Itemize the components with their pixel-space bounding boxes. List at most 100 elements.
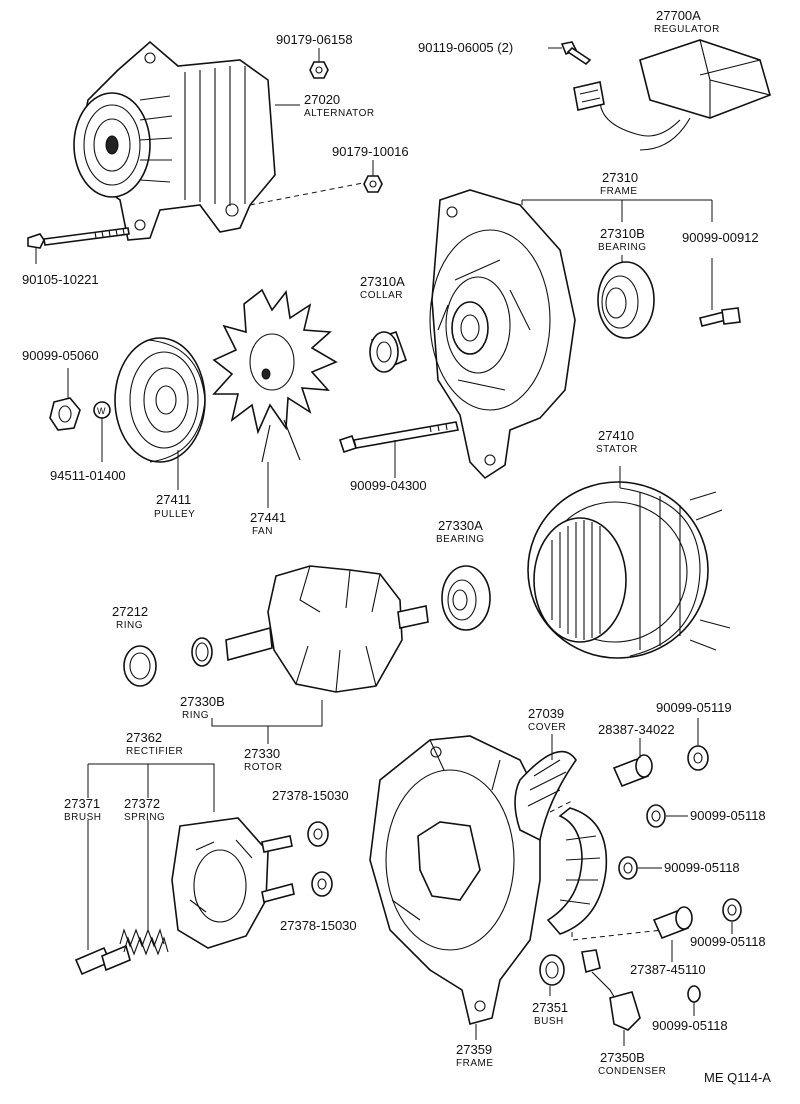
svg-text:27441: 27441 xyxy=(250,510,286,525)
svg-text:STATOR: STATOR xyxy=(596,444,638,455)
svg-text:RING: RING xyxy=(182,710,209,721)
spring-icon xyxy=(119,928,169,956)
svg-text:90099-05119: 90099-05119 xyxy=(656,700,732,715)
label-insulator-27387-45110: 27387-45110 xyxy=(630,962,706,977)
label-nut-90099-05119: 90099-05119 xyxy=(656,700,732,715)
svg-text:27700A: 27700A xyxy=(656,8,701,23)
nut-icon xyxy=(687,985,701,1003)
svg-text:27310B: 27310B xyxy=(600,226,645,241)
nut-icon xyxy=(49,397,81,431)
label-rear-frame: 27359 FRAME xyxy=(456,1042,493,1069)
rotor-drawing xyxy=(225,565,429,693)
alternator-drawing xyxy=(73,40,276,241)
label-frame-27310: 27310 FRAME xyxy=(600,170,638,197)
rectifier-drawing xyxy=(171,817,295,949)
svg-text:BEARING: BEARING xyxy=(598,242,647,253)
svg-text:RECTIFIER: RECTIFIER xyxy=(126,746,183,757)
svg-text:COLLAR: COLLAR xyxy=(360,290,403,301)
label-ring-27330B: 27330B RING xyxy=(180,694,225,721)
label-brush: 27371 BRUSH xyxy=(64,796,101,823)
svg-text:27359: 27359 xyxy=(456,1042,492,1057)
svg-text:ROTOR: ROTOR xyxy=(244,762,282,773)
bearing-icon xyxy=(441,565,491,631)
washer-icon: W xyxy=(93,401,111,419)
svg-text:28387-34022: 28387-34022 xyxy=(598,722,675,737)
label-screw-90099-00912: 90099-00912 xyxy=(682,230,759,245)
svg-text:90099-05118: 90099-05118 xyxy=(652,1018,728,1033)
fan-icon xyxy=(212,288,338,463)
label-bolt-90099-04300: 90099-04300 xyxy=(350,478,427,493)
svg-text:27372: 27372 xyxy=(124,796,160,811)
collar-icon xyxy=(369,330,408,373)
regulator-drawing xyxy=(573,39,771,151)
footer-code: ME Q114-A xyxy=(704,1070,771,1085)
svg-text:90105-10221: 90105-10221 xyxy=(22,272,99,287)
label-regulator: 27700A REGULATOR xyxy=(654,8,719,35)
label-nut-90099-05118-d: 90099-05118 xyxy=(652,1018,728,1033)
svg-text:COVER: COVER xyxy=(528,722,566,733)
label-insulator-28387-34022: 28387-34022 xyxy=(598,722,675,737)
ring-icon xyxy=(191,637,213,667)
svg-text:27378-15030: 27378-15030 xyxy=(280,918,357,933)
svg-text:BUSH: BUSH xyxy=(534,1016,564,1027)
nut-icon xyxy=(687,745,709,771)
nut-icon xyxy=(363,175,383,193)
nut-icon xyxy=(646,804,666,828)
label-washer-94511-01400: 94511-01400 xyxy=(50,468,126,483)
cover-drawing xyxy=(514,750,608,935)
pulley-icon xyxy=(114,337,206,463)
svg-text:W: W xyxy=(97,406,106,416)
rear-frame-drawing xyxy=(369,735,541,1025)
insulator-icon xyxy=(652,906,693,940)
brush-icon xyxy=(74,944,131,976)
svg-text:27411: 27411 xyxy=(156,492,191,507)
svg-text:27351: 27351 xyxy=(532,1000,568,1015)
svg-text:27350B: 27350B xyxy=(600,1050,645,1065)
nut-icon xyxy=(618,856,638,880)
label-ring-27212: 27212 RING xyxy=(112,604,148,631)
svg-text:ALTERNATOR: ALTERNATOR xyxy=(304,108,375,119)
svg-text:27330B: 27330B xyxy=(180,694,225,709)
svg-text:RING: RING xyxy=(116,620,143,631)
ring-icon xyxy=(123,645,157,687)
svg-text:27020: 27020 xyxy=(304,92,340,107)
svg-text:90099-05118: 90099-05118 xyxy=(690,808,766,823)
label-rotor: 27330 ROTOR xyxy=(244,746,282,773)
svg-text:SPRING: SPRING xyxy=(124,812,165,823)
insulator-icon xyxy=(311,871,333,897)
svg-text:27371: 27371 xyxy=(64,796,100,811)
svg-text:FAN: FAN xyxy=(252,526,273,537)
label-insulator-27378-15030-a: 27378-15030 xyxy=(272,788,349,803)
svg-text:90099-05060: 90099-05060 xyxy=(22,348,99,363)
svg-text:FRAME: FRAME xyxy=(600,186,638,197)
condenser-icon xyxy=(581,949,641,1031)
label-pulley: 27411 PULLEY xyxy=(154,492,195,520)
svg-text:27387-45110: 27387-45110 xyxy=(630,962,706,977)
frame-drawing xyxy=(429,189,576,480)
label-bearing-27310B: 27310B BEARING xyxy=(598,226,647,253)
screw-icon xyxy=(699,307,741,327)
label-nut-90179-06158: 90179-06158 xyxy=(276,32,353,47)
label-nut-90099-05060: 90099-05060 xyxy=(22,348,99,363)
label-nut-90099-05118-a: 90099-05118 xyxy=(690,808,766,823)
svg-text:90099-05118: 90099-05118 xyxy=(664,860,740,875)
label-cover: 27039 COVER xyxy=(528,706,566,733)
svg-text:CONDENSER: CONDENSER xyxy=(598,1066,666,1077)
bush-icon xyxy=(539,954,565,986)
bolt-icon xyxy=(27,227,130,249)
svg-text:27310: 27310 xyxy=(602,170,638,185)
bolt-icon xyxy=(338,421,459,454)
label-bush: 27351 BUSH xyxy=(532,1000,568,1027)
stator-drawing xyxy=(527,481,731,659)
label-bolt-90105-10221: 90105-10221 xyxy=(22,272,99,287)
svg-text:27212: 27212 xyxy=(112,604,148,619)
svg-text:90099-05118: 90099-05118 xyxy=(690,934,766,949)
label-nut-90099-05118-b: 90099-05118 xyxy=(664,860,740,875)
svg-text:90099-04300: 90099-04300 xyxy=(350,478,427,493)
svg-text:90119-06005 (2): 90119-06005 (2) xyxy=(418,40,513,55)
bearing-icon xyxy=(597,261,655,339)
svg-text:27378-15030: 27378-15030 xyxy=(272,788,349,803)
svg-text:BEARING: BEARING xyxy=(436,534,485,545)
label-collar: 27310A COLLAR xyxy=(360,274,405,301)
